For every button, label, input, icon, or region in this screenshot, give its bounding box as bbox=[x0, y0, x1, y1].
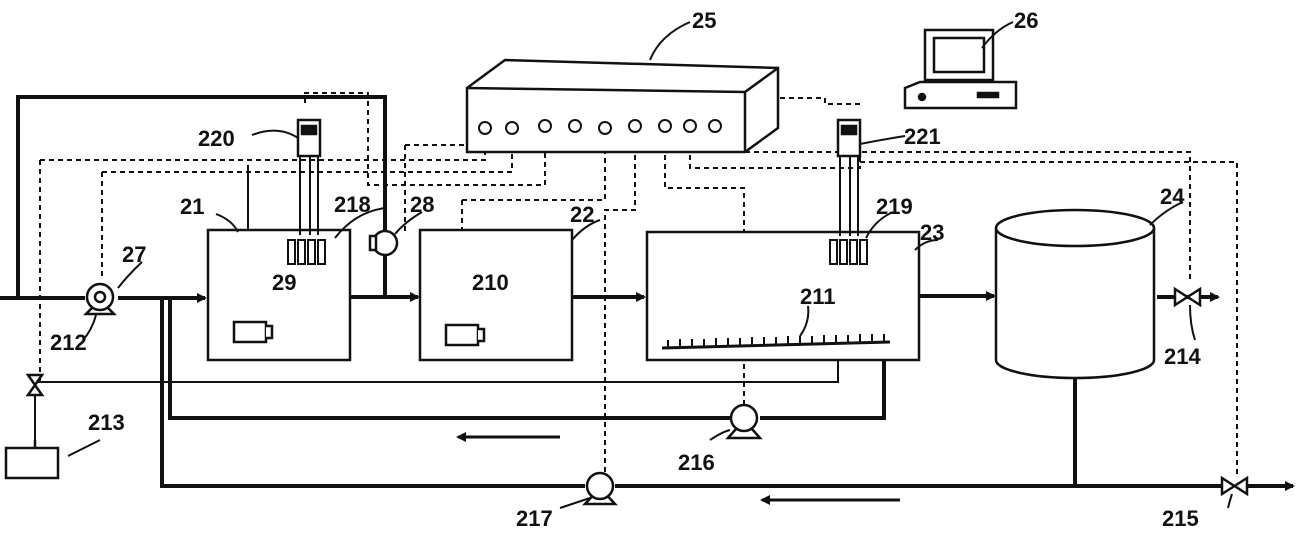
leader-219 bbox=[865, 211, 894, 239]
ctl-line-15 bbox=[860, 161, 1238, 475]
label-21: 21 bbox=[180, 194, 204, 219]
pump-217 bbox=[582, 471, 618, 506]
leader-211 bbox=[799, 305, 810, 337]
ctl-line-4 bbox=[102, 128, 513, 173]
leader-22 bbox=[571, 219, 601, 241]
probes-219 bbox=[829, 239, 868, 265]
aerator-211 bbox=[661, 334, 891, 350]
tank-21 bbox=[206, 228, 352, 362]
box-213 bbox=[4, 440, 60, 480]
label-211: 211 bbox=[800, 284, 836, 309]
leader-21 bbox=[215, 213, 239, 233]
meter-220 bbox=[296, 118, 322, 235]
leader-27 bbox=[117, 261, 143, 289]
ctl-line-14 bbox=[780, 97, 860, 105]
leader-213 bbox=[67, 439, 101, 457]
label-27: 27 bbox=[122, 242, 146, 267]
leader-216 bbox=[709, 429, 731, 441]
computer-icon bbox=[903, 28, 1018, 110]
return-lower-left bbox=[160, 298, 585, 488]
label-216: 216 bbox=[678, 450, 715, 475]
leader-217 bbox=[559, 497, 591, 509]
label-217: 217 bbox=[516, 506, 553, 531]
label-212: 212 bbox=[50, 330, 87, 355]
blower-28 bbox=[368, 229, 399, 257]
controller-port-9 bbox=[708, 119, 722, 133]
tank-24 bbox=[994, 208, 1156, 380]
leader-221 bbox=[859, 135, 906, 145]
leader-23 bbox=[914, 239, 939, 251]
pump-216 bbox=[725, 403, 763, 440]
return-upper-left bbox=[168, 298, 730, 420]
tank-22 bbox=[418, 228, 574, 362]
label-23: 23 bbox=[920, 220, 944, 245]
label-219: 219 bbox=[876, 194, 913, 219]
label-221: 221 bbox=[904, 124, 941, 149]
label-29: 29 bbox=[272, 270, 296, 295]
controller-port-8 bbox=[683, 119, 697, 133]
label-213: 213 bbox=[88, 410, 125, 435]
leader-28 bbox=[394, 211, 423, 235]
return-upper-right bbox=[760, 360, 886, 420]
top-pipe bbox=[16, 95, 387, 298]
label-22: 22 bbox=[570, 202, 594, 227]
label-28: 28 bbox=[410, 192, 434, 217]
meter-221 bbox=[836, 118, 862, 236]
controller-port-2 bbox=[505, 121, 519, 135]
controller-port-5 bbox=[598, 121, 612, 135]
sensor-29 bbox=[232, 320, 274, 344]
air-supply-line bbox=[35, 360, 839, 383]
label-215: 215 bbox=[1162, 506, 1199, 531]
tank-23 bbox=[645, 230, 921, 362]
controller-port-4 bbox=[568, 119, 582, 133]
leader-214 bbox=[1189, 304, 1196, 341]
leader-212 bbox=[82, 314, 97, 341]
controller-port-7 bbox=[658, 119, 672, 133]
leader-220 bbox=[251, 129, 299, 139]
ctl-line-10 bbox=[604, 128, 636, 475]
valve-214 bbox=[1173, 286, 1202, 308]
label-218: 218 bbox=[334, 192, 371, 217]
valve-215 bbox=[1220, 475, 1249, 497]
pump-27 bbox=[82, 282, 118, 316]
controller-port-1 bbox=[478, 121, 492, 135]
leader-26 bbox=[981, 21, 1014, 49]
valve-212 bbox=[25, 373, 45, 397]
probes-218 bbox=[287, 239, 326, 265]
label-210: 210 bbox=[472, 270, 509, 295]
label-26: 26 bbox=[1014, 8, 1038, 33]
label-220: 220 bbox=[198, 126, 235, 151]
leader-24 bbox=[1149, 201, 1184, 226]
label-24: 24 bbox=[1160, 184, 1185, 209]
sensor-210 bbox=[444, 323, 486, 347]
controller-port-3 bbox=[538, 119, 552, 133]
ctl-line-5 bbox=[304, 92, 546, 186]
leader-218 bbox=[334, 207, 386, 239]
controller-port-6 bbox=[628, 119, 642, 133]
leader-215 bbox=[1227, 493, 1233, 509]
controller-box bbox=[465, 58, 780, 154]
label-214: 214 bbox=[1164, 344, 1201, 369]
leader-25 bbox=[649, 21, 691, 61]
ctl-line-2 bbox=[40, 128, 486, 161]
label-25: 25 bbox=[692, 8, 716, 33]
